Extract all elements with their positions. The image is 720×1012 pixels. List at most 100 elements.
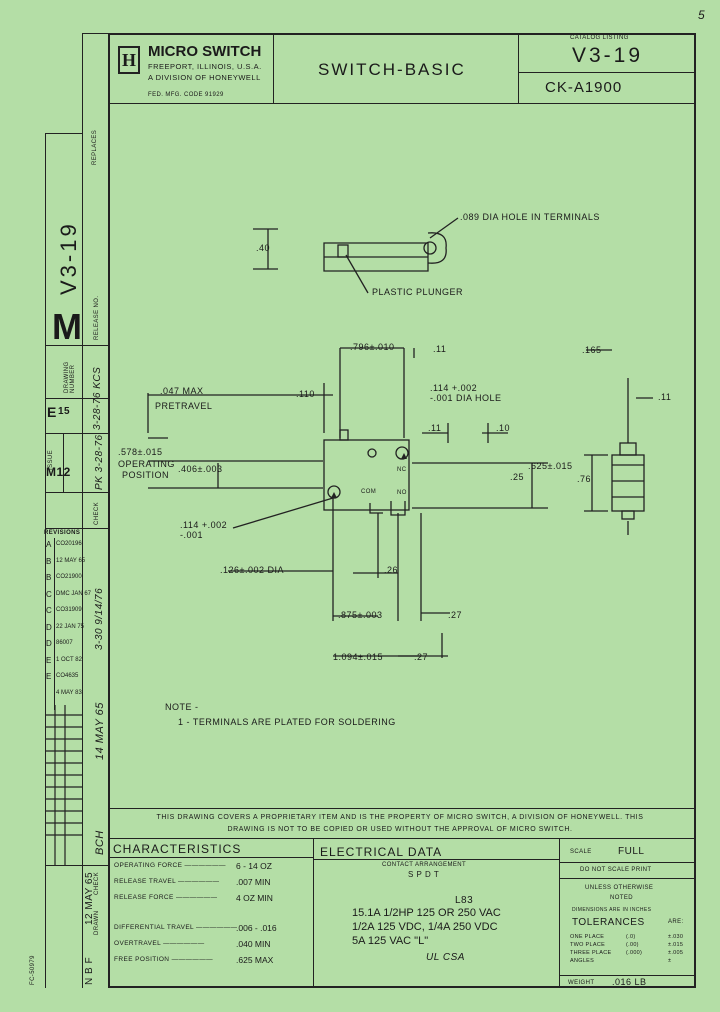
- dim-126: .126±.002 DIA: [220, 565, 284, 575]
- issue-15: 15: [58, 406, 71, 417]
- dim-110: .110: [296, 389, 315, 399]
- dim-11c: .11: [658, 392, 672, 402]
- dim-796: .796±.010: [350, 342, 395, 352]
- dim-26: .26: [384, 565, 399, 575]
- drawing-number-label: DRAWING NUMBER: [64, 361, 76, 393]
- revision-text: 22 JAN 75: [56, 623, 85, 630]
- revision-letter: A: [46, 540, 52, 549]
- note-title: NOTE -: [165, 702, 199, 712]
- tolerance-value: ±.030: [668, 934, 684, 940]
- catalog-listing-label: CATALOG LISTING: [570, 35, 629, 41]
- weight-label: WEIGHT: [568, 980, 595, 986]
- tolerance-value: ±: [668, 958, 672, 964]
- technical-drawing: [147, 217, 653, 658]
- revision-text: CO20196: [56, 541, 82, 547]
- characteristic-value: .040 MIN: [236, 939, 271, 949]
- dim-76: .76: [577, 474, 592, 484]
- dim-875: .875±.003: [338, 610, 383, 620]
- dim-25: .25: [510, 472, 525, 482]
- check-hand: PK 3-28-76: [94, 434, 105, 490]
- dim-11b: .11: [428, 423, 442, 433]
- characteristic-value: .006 - .016: [236, 923, 277, 933]
- tolerances-are: ARE:: [668, 919, 684, 925]
- side-ladder: [45, 705, 82, 865]
- characteristic-value: .007 MIN: [236, 877, 271, 887]
- revision-letter: C: [46, 606, 53, 615]
- bottom-code: FC-50979: [30, 955, 36, 985]
- revision-text: 4 MAY 83: [56, 689, 82, 696]
- elec-line3: 5A 125 VAC "L": [352, 935, 429, 947]
- dim-27b: .27: [414, 652, 429, 662]
- tolerance-fmt: (.00): [626, 942, 639, 948]
- scale-value: FULL: [618, 846, 645, 857]
- characteristic-label: RELEASE FORCE ——————: [114, 894, 218, 901]
- pretravel-value: .047 MAX: [160, 386, 204, 396]
- weight-value: .016 LB: [612, 977, 647, 987]
- drawn-value: 12 MAY 65: [84, 871, 95, 925]
- characteristic-value: 6 - 14 OZ: [236, 861, 272, 871]
- tolerance-value: ±.015: [668, 942, 684, 948]
- revision-letter: C: [46, 589, 53, 599]
- issue-m12: M12: [46, 465, 71, 479]
- issue-e: E: [47, 404, 57, 420]
- terminal-com: COM: [361, 489, 377, 495]
- company-logo: H: [118, 46, 140, 74]
- tolerance-label: THREE PLACE: [570, 950, 612, 956]
- revisions-label: REVISIONS: [44, 530, 81, 536]
- revision-text: 86007: [56, 640, 73, 646]
- characteristics-title: CHARACTERISTICS: [113, 842, 242, 856]
- dim-11a: .11: [433, 344, 447, 354]
- electrical-title: ELECTRICAL DATA: [320, 845, 443, 859]
- characteristic-label: FREE POSITION ——————: [114, 956, 214, 963]
- elec-line2: 1/2A 125 VDC, 1/4A 250 VDC: [352, 921, 498, 933]
- dim-top-height: .40: [256, 243, 271, 253]
- company-division: A DIVISION OF HONEYWELL: [148, 73, 261, 82]
- tolerance-value: ±.005: [668, 950, 684, 956]
- characteristic-value: .625 MAX: [236, 955, 274, 965]
- dim-114-bot: .114 +.002 -.001: [180, 520, 228, 540]
- revision-letter: D: [46, 622, 53, 632]
- note-1: 1 - TERMINALS ARE PLATED FOR SOLDERING: [178, 717, 396, 727]
- approval-marks: UL CSA: [426, 952, 465, 963]
- revision-letter: E: [46, 672, 52, 681]
- revision-text: 1 OCT 82: [56, 656, 82, 663]
- revision-text: DMC JAN 67: [56, 590, 92, 597]
- drawing-frame: [108, 33, 696, 988]
- company-address: FREEPORT, ILLINOIS, U.S.A.: [148, 62, 262, 71]
- characteristic-label: OPERATING FORCE ——————: [114, 862, 226, 869]
- revision-letter: E: [46, 655, 52, 665]
- tolerances-label: TOLERANCES: [572, 917, 645, 928]
- proprietary-notice: THIS DRAWING COVERS A PROPRIETARY ITEM A…: [156, 814, 644, 833]
- dim-406: .406±.003: [178, 464, 223, 474]
- characteristic-label: OVERTRAVEL ——————: [114, 940, 205, 947]
- op-pos-value: .578±.015: [118, 447, 163, 457]
- tolerance-label: TWO PLACE: [570, 942, 606, 948]
- dim-114-top: .114 +.002 -.001 DIA HOLE: [430, 383, 502, 403]
- company-name: MICRO SWITCH: [148, 43, 262, 60]
- noted: NOTED: [610, 895, 633, 901]
- revision-letter: B: [46, 556, 52, 566]
- characteristic-label: RELEASE TRAVEL ——————: [114, 878, 220, 885]
- issue-label: ISSUE: [48, 449, 54, 470]
- terminal-no: NO: [397, 490, 407, 496]
- op-pos-label1: OPERATING: [118, 459, 175, 469]
- unless-otherwise: UNLESS OTHERWISE: [585, 885, 654, 891]
- catalog-number: V3-19: [572, 44, 644, 67]
- revision-letter: B: [46, 573, 52, 582]
- op-pos-label2: POSITION: [122, 470, 170, 480]
- revision-letter: D: [46, 639, 53, 648]
- drawn-initials: N B F: [84, 956, 95, 985]
- characteristic-value: 4 OZ MIN: [236, 893, 273, 903]
- drawing-title: SWITCH-BASIC: [318, 60, 466, 79]
- release-no-label: RELEASE NO.: [94, 295, 100, 340]
- dim-27a: .27: [448, 610, 463, 620]
- dim-165: .165: [582, 345, 602, 355]
- fed-code: FED. MFG. CODE 91929: [148, 92, 224, 98]
- dims-in-inches: DIMENSIONS ARE IN INCHES: [572, 907, 652, 913]
- dim-10: .10: [496, 423, 511, 433]
- tolerance-fmt: (.000): [626, 950, 643, 956]
- tolerance-label: ANGLES: [570, 958, 595, 964]
- replaces-label: REPLACES: [92, 129, 98, 165]
- ck-number: CK-A1900: [545, 79, 623, 96]
- revision-text: 12 MAY 65: [56, 557, 86, 564]
